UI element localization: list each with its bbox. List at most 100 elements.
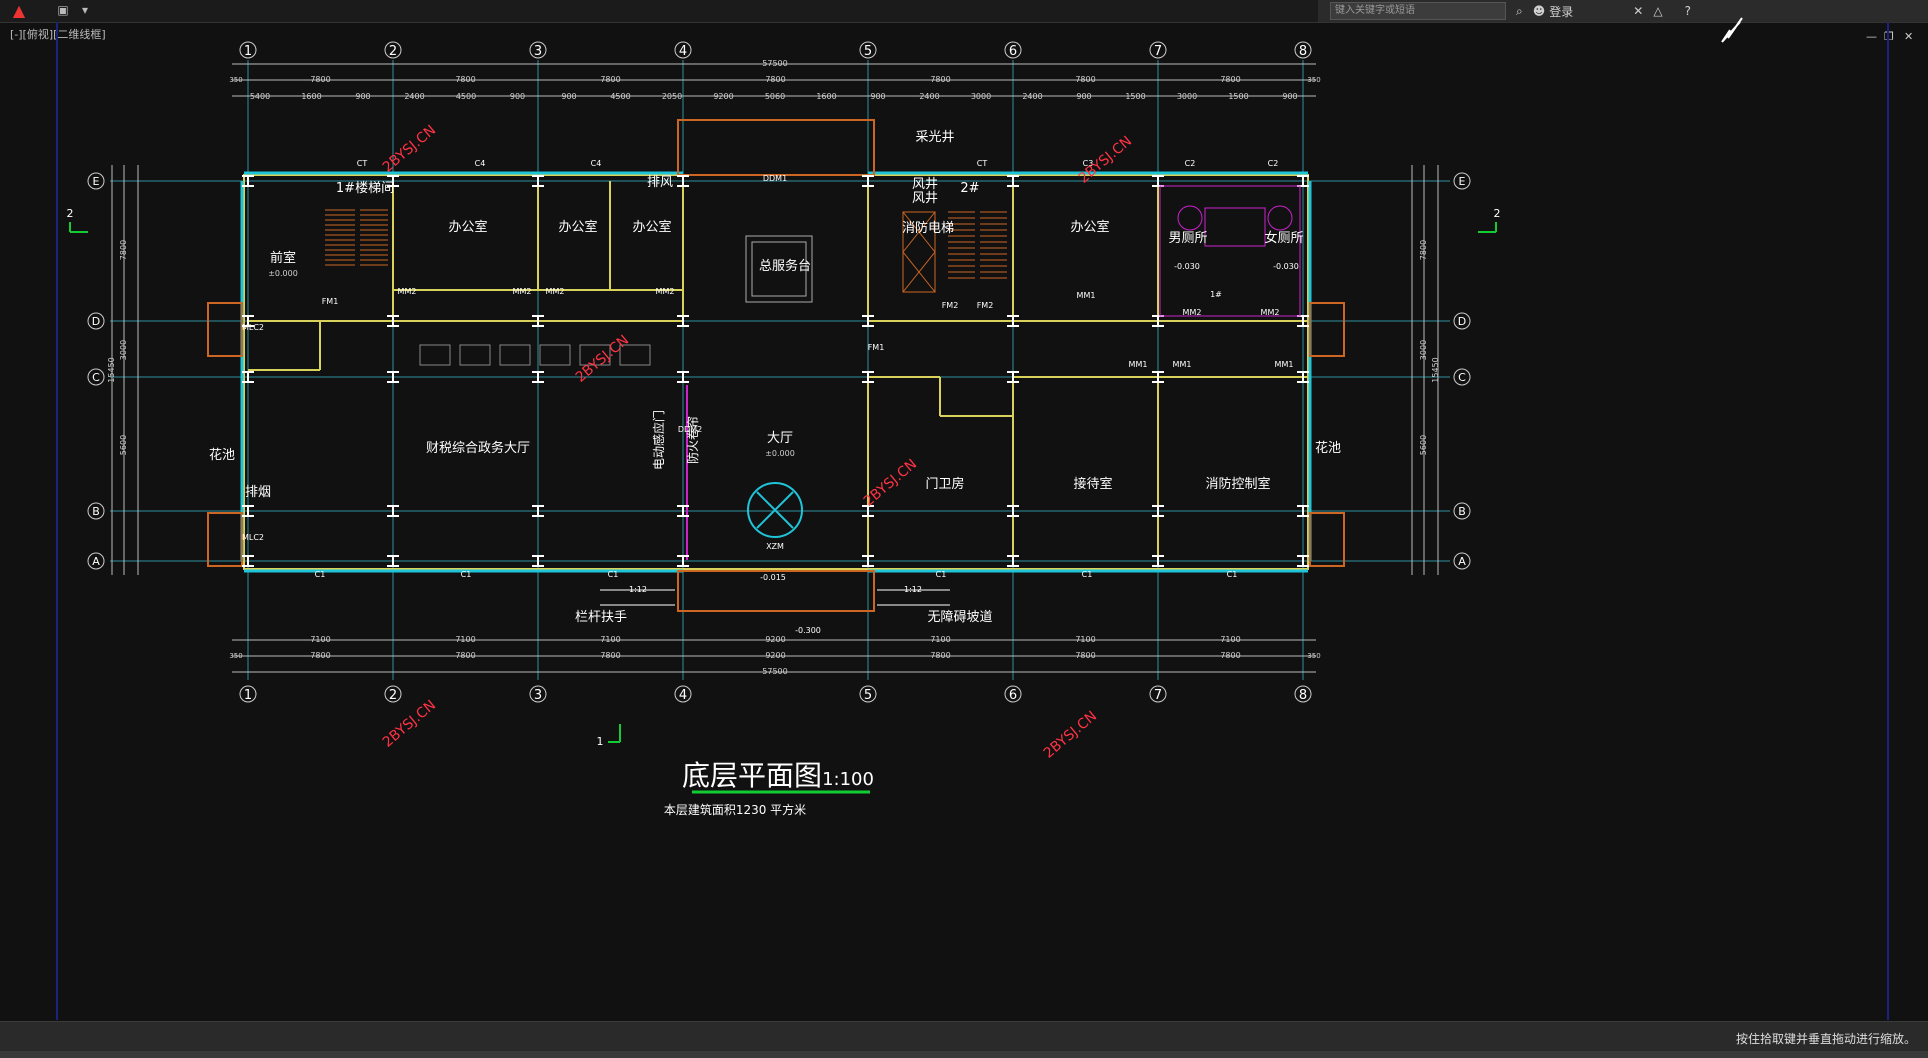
dim-top-bay: 7800: [930, 75, 950, 84]
dim-bottom-total: 57500: [762, 667, 787, 676]
door-tag: C4: [591, 159, 602, 168]
side-door-box: [1309, 512, 1345, 567]
dim-top-bay: 7800: [1220, 75, 1240, 84]
dropdown-icon[interactable]: ▾: [81, 3, 89, 17]
axis-label-top: 2: [389, 44, 397, 59]
door-tag: MM2: [398, 287, 417, 296]
room-label: 财税综合政务大厅: [426, 440, 530, 456]
column: [862, 555, 874, 567]
axis-label-bottom: 4: [679, 688, 687, 703]
app-menu-icon[interactable]: ▲: [12, 0, 26, 20]
room-label: 采光井: [915, 130, 954, 145]
room-label: 排风: [647, 175, 673, 190]
user-icon[interactable]: ☻: [1532, 4, 1546, 18]
axis-label-top: 5: [864, 44, 872, 59]
column: [1297, 505, 1309, 517]
dim-top-detail: 2400: [1022, 92, 1042, 101]
dim-top-detail: 1600: [816, 92, 836, 101]
door-tag: CT: [977, 159, 988, 168]
dim-side-total: 15450: [107, 357, 116, 382]
axis-label-left: C: [92, 371, 100, 384]
axis-label-left: A: [92, 555, 100, 568]
axis-bubble: [1149, 685, 1167, 703]
room-label: 风井: [912, 177, 938, 192]
axis-bubble: [1004, 41, 1022, 59]
north-arrow-icon: [1721, 17, 1743, 43]
dim-bottom-bay: 7100: [1075, 635, 1095, 644]
plan-scale: 1:100: [822, 769, 874, 790]
dim-bottom-bay: 7800: [1075, 651, 1095, 660]
side-door-box: [207, 512, 243, 567]
axis-label-bottom: 7: [1154, 688, 1162, 703]
axis-label-right: B: [1458, 505, 1466, 518]
triangle-icon[interactable]: △: [1653, 4, 1663, 18]
search-input[interactable]: 键入关键字或短语: [1330, 2, 1506, 20]
dim-side-right: 3000: [1419, 340, 1428, 360]
door-tag: MM2: [1183, 308, 1202, 317]
help-icon[interactable]: ?: [1684, 4, 1691, 18]
axis-label-top: 3: [534, 44, 542, 59]
exchange-icon[interactable]: ✕: [1633, 4, 1644, 18]
dim-top-detail: 4500: [456, 92, 476, 101]
axis-label-bottom: 5: [864, 688, 872, 703]
level-mark: -0.030: [1273, 262, 1299, 271]
dim-edge: 350: [1307, 76, 1320, 84]
room-label: 排烟: [245, 485, 271, 500]
axis-label-bottom: 6: [1009, 688, 1017, 703]
desk: [619, 344, 651, 366]
column: [387, 371, 399, 383]
door-tag: MM2: [546, 287, 565, 296]
close-icon[interactable]: ✕: [1904, 30, 1914, 43]
column: [862, 175, 874, 187]
axis-bubble: [384, 41, 402, 59]
dim-top-detail: 1600: [301, 92, 321, 101]
column: [532, 555, 544, 567]
minimize-icon[interactable]: —: [1866, 30, 1877, 43]
status-bar: 按住拾取键并垂直拖动进行缩放。: [0, 1021, 1928, 1052]
dim-bottom-bay: 7800: [310, 651, 330, 660]
section-mark: 1: [597, 735, 604, 748]
dim-top-detail: 900: [1076, 92, 1091, 101]
search-toolbar: 键入关键字或短语 ⌕ ☻ 登录 ✕ △ ?: [1318, 0, 1928, 22]
room-label: 大厅: [767, 431, 793, 446]
column: [862, 371, 874, 383]
room-label: 总服务台: [759, 258, 811, 274]
column: [532, 315, 544, 327]
door-tag: 1#: [1210, 290, 1222, 299]
axis-bubble: [384, 685, 402, 703]
axis-bubble: [239, 41, 257, 59]
binoculars-icon[interactable]: ⌕: [1516, 3, 1523, 18]
dim-bottom-bay: 7800: [455, 651, 475, 660]
axis-bubble: [87, 368, 105, 386]
dim-bottom-bay: 7100: [310, 635, 330, 644]
dim-bottom-bay: 7800: [600, 651, 620, 660]
door-tag: MM1: [1275, 360, 1294, 369]
room-label: 1#楼梯间: [336, 181, 394, 196]
column: [242, 371, 254, 383]
column: [862, 315, 874, 327]
dim-top-detail: 1500: [1125, 92, 1145, 101]
entrance-steps: [677, 570, 875, 612]
column: [387, 505, 399, 517]
axis-label-left: E: [93, 175, 100, 188]
room-label: 前室: [270, 250, 296, 266]
save-icon[interactable]: ▣: [57, 3, 69, 17]
dim-top-bay: 7800: [310, 75, 330, 84]
dim-top-detail: 2400: [919, 92, 939, 101]
dim-side-right: 5600: [1419, 435, 1428, 455]
axis-bubble: [87, 502, 105, 520]
dim-bottom-bay: 7100: [600, 635, 620, 644]
axis-label-bottom: 1: [244, 688, 252, 703]
column: [532, 175, 544, 187]
column: [677, 505, 689, 517]
door-tag: MLC2: [242, 533, 264, 542]
door-tag: C1: [461, 570, 472, 579]
room-level: ±0.000: [765, 449, 795, 458]
door-tag: MM1: [1173, 360, 1192, 369]
login-button[interactable]: 登录: [1549, 4, 1574, 19]
room-label: 办公室: [632, 219, 671, 235]
dim-edge: 350: [1307, 652, 1320, 660]
dim-top-detail: 3000: [1177, 92, 1197, 101]
